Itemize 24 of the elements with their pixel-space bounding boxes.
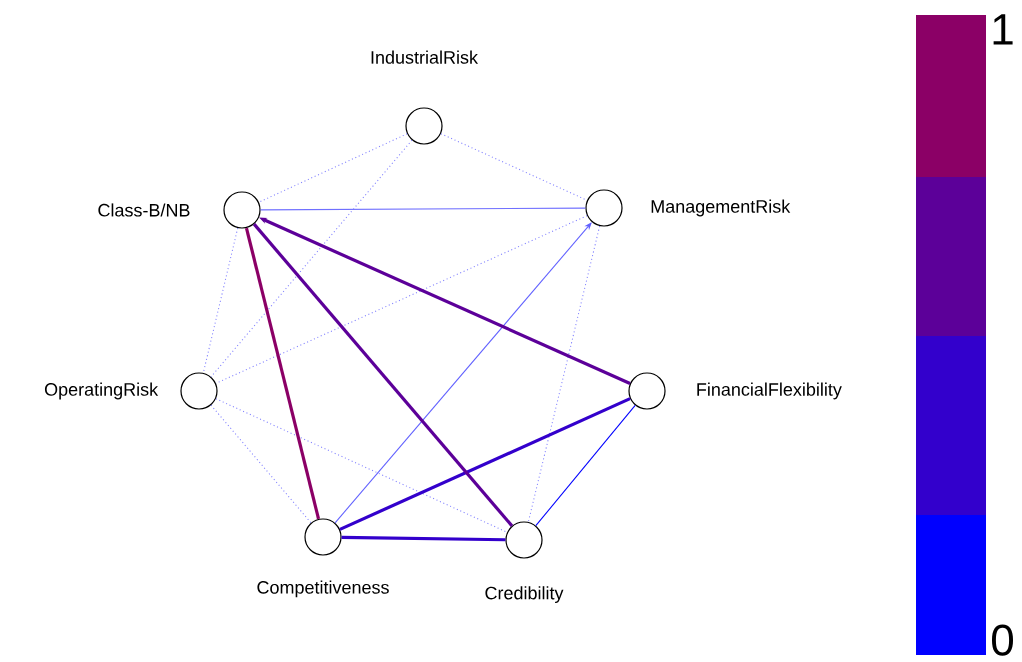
edge-line [339,397,631,531]
edge-line [334,222,592,524]
edge-line [215,215,588,384]
edge-line [440,133,588,201]
edge-line [260,207,586,211]
edge-line [258,133,408,203]
edge-line [202,227,239,374]
node-label: ManagementRisk [651,199,791,217]
edge-line [535,404,636,527]
edge-line [341,535,506,542]
node-label: Competitiveness [257,580,389,598]
edge-line [244,227,321,520]
scale-label: 0 [992,624,1013,656]
edge-line [215,398,508,533]
node-label: Credibility [485,586,564,603]
node-label: OperatingRisk [44,382,159,400]
node-label: IndustrialRisk [371,50,479,64]
node-label: FinancialFlexibility [697,382,842,400]
edge-line [210,139,413,378]
edge-line [252,223,514,527]
edge-line [210,404,312,524]
node-label: Class-B/NB [98,203,190,217]
edge-line [527,225,601,523]
scale-label: 1 [993,14,1013,45]
